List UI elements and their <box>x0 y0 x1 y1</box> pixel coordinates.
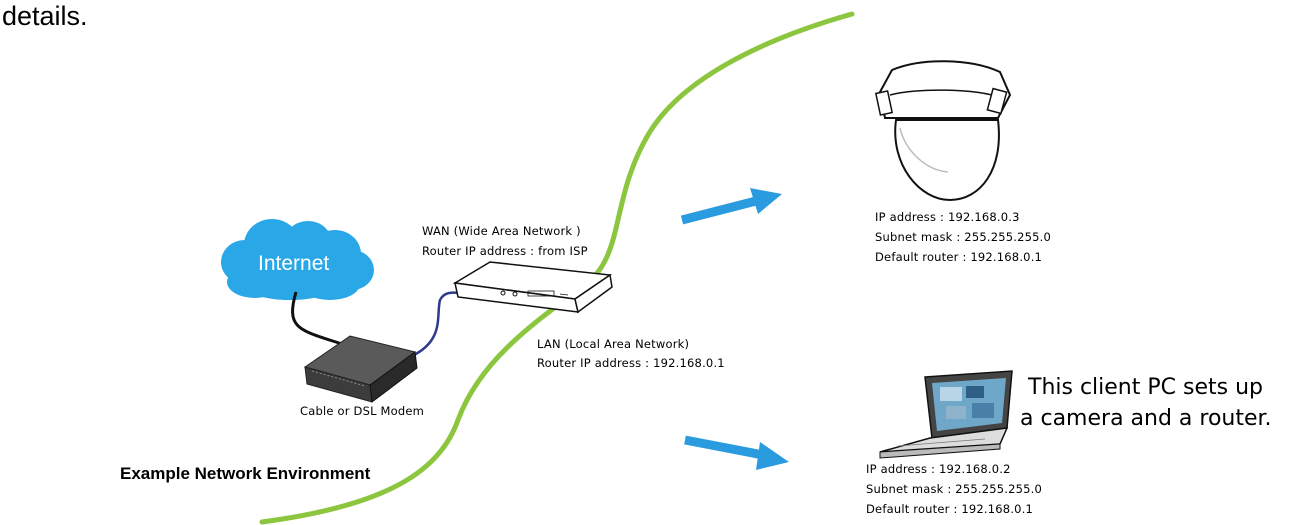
internet-label: Internet <box>258 252 330 275</box>
arrow-to-camera <box>680 188 782 225</box>
wan-router-ip: Router IP address : from ISP <box>422 244 588 258</box>
intro-text-fragment: details. <box>2 1 88 31</box>
camera-ip: IP address : 192.168.0.3 <box>875 210 1020 224</box>
laptop-icon <box>879 370 1013 459</box>
diagram-caption: Example Network Environment <box>120 464 371 483</box>
dome-camera-icon <box>874 60 1012 202</box>
internet-cloud-icon <box>221 219 374 300</box>
arrow-to-pc <box>684 435 789 470</box>
modem-icon <box>303 335 418 403</box>
pc-router: Default router : 192.168.0.1 <box>866 502 1034 516</box>
camera-subnet: Subnet mask : 255.255.255.0 <box>875 230 1052 244</box>
camera-router: Default router : 192.168.0.1 <box>875 250 1043 264</box>
lan-router-ip: Router IP address : 192.168.0.1 <box>537 356 725 370</box>
internet-cable <box>291 291 346 347</box>
modem-label: Cable or DSL Modem <box>300 404 425 418</box>
pc-note-line1: This client PC sets up <box>1028 375 1263 400</box>
router-icon <box>452 261 613 314</box>
pc-subnet: Subnet mask : 255.255.255.0 <box>866 482 1043 496</box>
lan-title: LAN (Local Area Network) <box>537 337 690 351</box>
pc-note-line2: a camera and a router. <box>1020 406 1272 431</box>
wan-title: WAN (Wide Area Network ) <box>422 224 581 238</box>
modem-router-cable <box>411 291 461 358</box>
pc-ip: IP address : 192.168.0.2 <box>866 462 1011 476</box>
